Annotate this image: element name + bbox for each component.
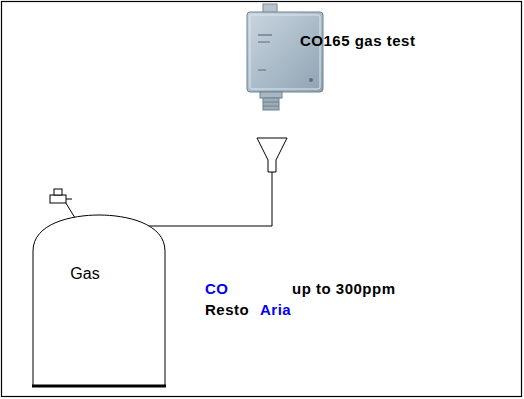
- gas-name: CO: [205, 280, 229, 297]
- cylinder-valve: [50, 189, 72, 203]
- title: CO165 gas test: [300, 32, 415, 49]
- cylinder-label: Gas: [70, 265, 99, 283]
- gas-cylinder: Gas: [32, 203, 166, 389]
- cylinder-outline: [32, 203, 166, 389]
- balance-gas: Aria: [260, 301, 291, 318]
- gas-detector: [247, 4, 323, 110]
- funnel: [257, 138, 287, 226]
- balance-label: Resto: [205, 301, 249, 318]
- concentration: up to 300ppm: [292, 280, 396, 297]
